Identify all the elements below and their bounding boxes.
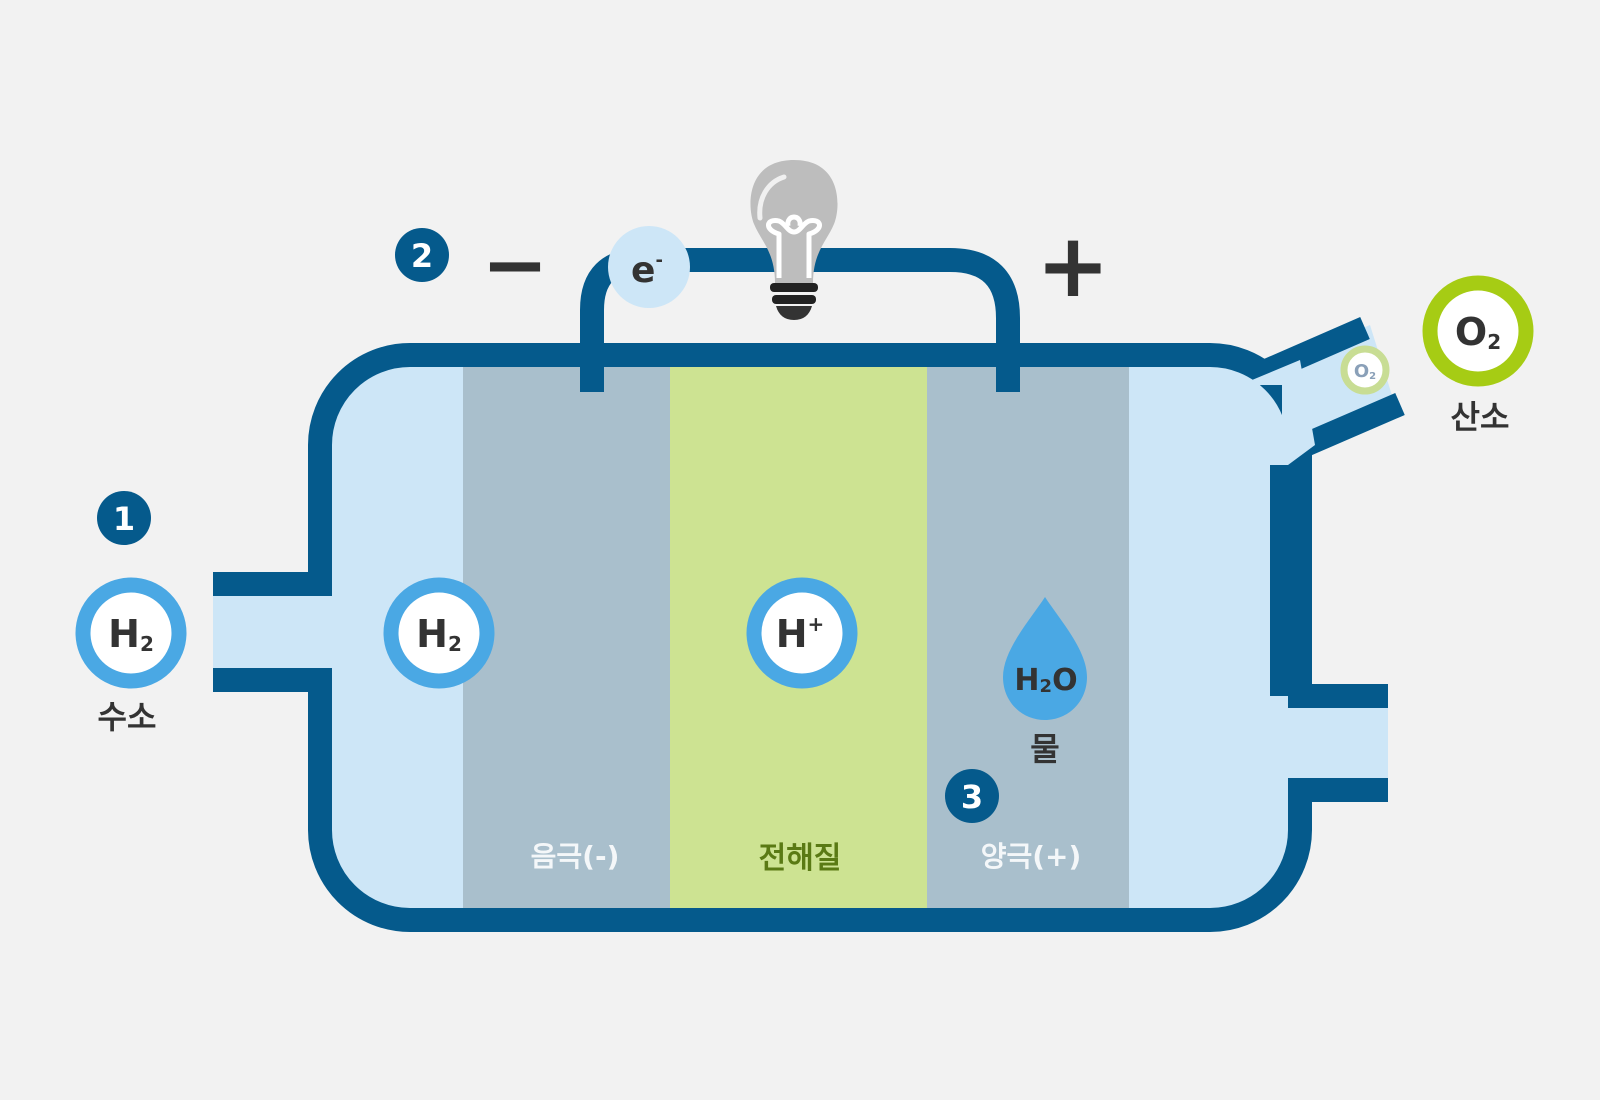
o2-large-symbol: O — [1455, 310, 1487, 354]
hydrogen-ion: H+ — [746, 577, 858, 689]
electrolyte-label: 전해질 — [759, 841, 842, 876]
o2-small-symbol: O — [1354, 361, 1369, 382]
water-h-symbol: H — [1014, 663, 1039, 698]
h2-inside-subscript: 2 — [448, 632, 462, 656]
svg-text:O2: O2 — [1354, 361, 1376, 382]
svg-text:e-: e- — [631, 250, 663, 291]
step-badge-1: 1 — [97, 491, 151, 545]
h-ion-charge: + — [808, 612, 825, 636]
oxygen-molecule-large: O2 — [1422, 275, 1534, 387]
step-badge-1-number: 1 — [113, 500, 135, 538]
anode-electrode — [463, 367, 670, 908]
water-drop-icon: H2O — [1003, 597, 1087, 720]
water-label: 물 — [1030, 730, 1059, 768]
step-badge-2-number: 2 — [411, 237, 433, 275]
step-badge-3: 3 — [945, 769, 999, 823]
positive-terminal-sign: + — [1036, 214, 1110, 317]
oxygen-molecule-small: O2 — [1340, 345, 1390, 395]
light-bulb-icon — [750, 160, 838, 320]
h2-inside-symbol: H — [416, 612, 448, 656]
svg-text:H2: H2 — [416, 612, 462, 656]
anode-label: 음극(-) — [531, 840, 620, 873]
electron-charge: - — [655, 250, 662, 271]
h2-inlet-subscript: 2 — [140, 632, 154, 656]
negative-terminal-sign: − — [481, 218, 548, 311]
electron-symbol: e — [631, 250, 655, 291]
h-ion-symbol: H — [776, 612, 808, 656]
svg-text:O2: O2 — [1455, 310, 1501, 354]
water-subscript: 2 — [1040, 676, 1053, 697]
svg-text:H2O: H2O — [1014, 663, 1077, 698]
step-badge-2: 2 — [395, 228, 449, 282]
step-badge-3-number: 3 — [961, 778, 983, 816]
electron-particle: e- — [608, 226, 690, 308]
hydrogen-label: 수소 — [98, 698, 157, 736]
o2-large-subscript: 2 — [1487, 330, 1501, 354]
hydrogen-molecule-inside: H2 — [383, 577, 495, 689]
svg-text:H+: H+ — [776, 612, 825, 656]
hydrogen-molecule-inlet: H2 — [75, 577, 187, 689]
water-o-symbol: O — [1052, 663, 1078, 698]
cathode-label: 양극(+) — [981, 840, 1082, 873]
o2-small-subscript: 2 — [1369, 371, 1376, 382]
oxygen-label: 산소 — [1451, 398, 1510, 436]
h2-inlet-symbol: H — [108, 612, 140, 656]
external-circuit-wire — [580, 248, 1020, 392]
svg-text:H2: H2 — [108, 612, 154, 656]
